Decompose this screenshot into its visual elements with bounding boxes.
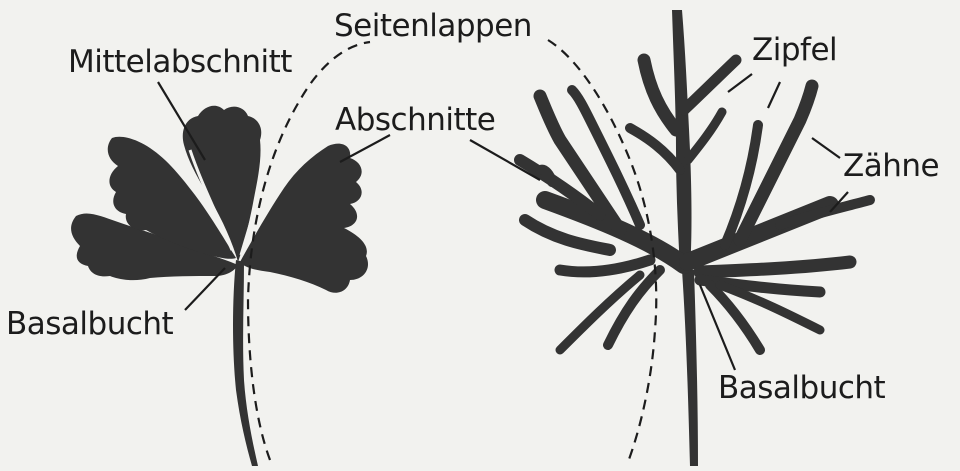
leader-zipfel-2 (768, 82, 780, 108)
label-basalbucht-left: Basalbucht (6, 306, 173, 342)
label-mittelabschnitt: Mittelabschnitt (68, 44, 292, 80)
label-basalbucht-right: Basalbucht (718, 370, 885, 406)
left-leaf (71, 106, 368, 466)
label-zaehne: Zähne (843, 148, 939, 184)
leader-zaehne-1 (812, 138, 840, 158)
leader-zipfel-1 (728, 74, 752, 92)
label-zipfel: Zipfel (752, 32, 837, 68)
label-seitenlappen: Seitenlappen (334, 8, 532, 44)
right-leaf-petiole (682, 270, 698, 466)
left-leaf-petiole (233, 260, 258, 466)
label-abschnitte: Abschnitte (335, 102, 495, 138)
right-leaf-middle-axis (672, 10, 692, 270)
